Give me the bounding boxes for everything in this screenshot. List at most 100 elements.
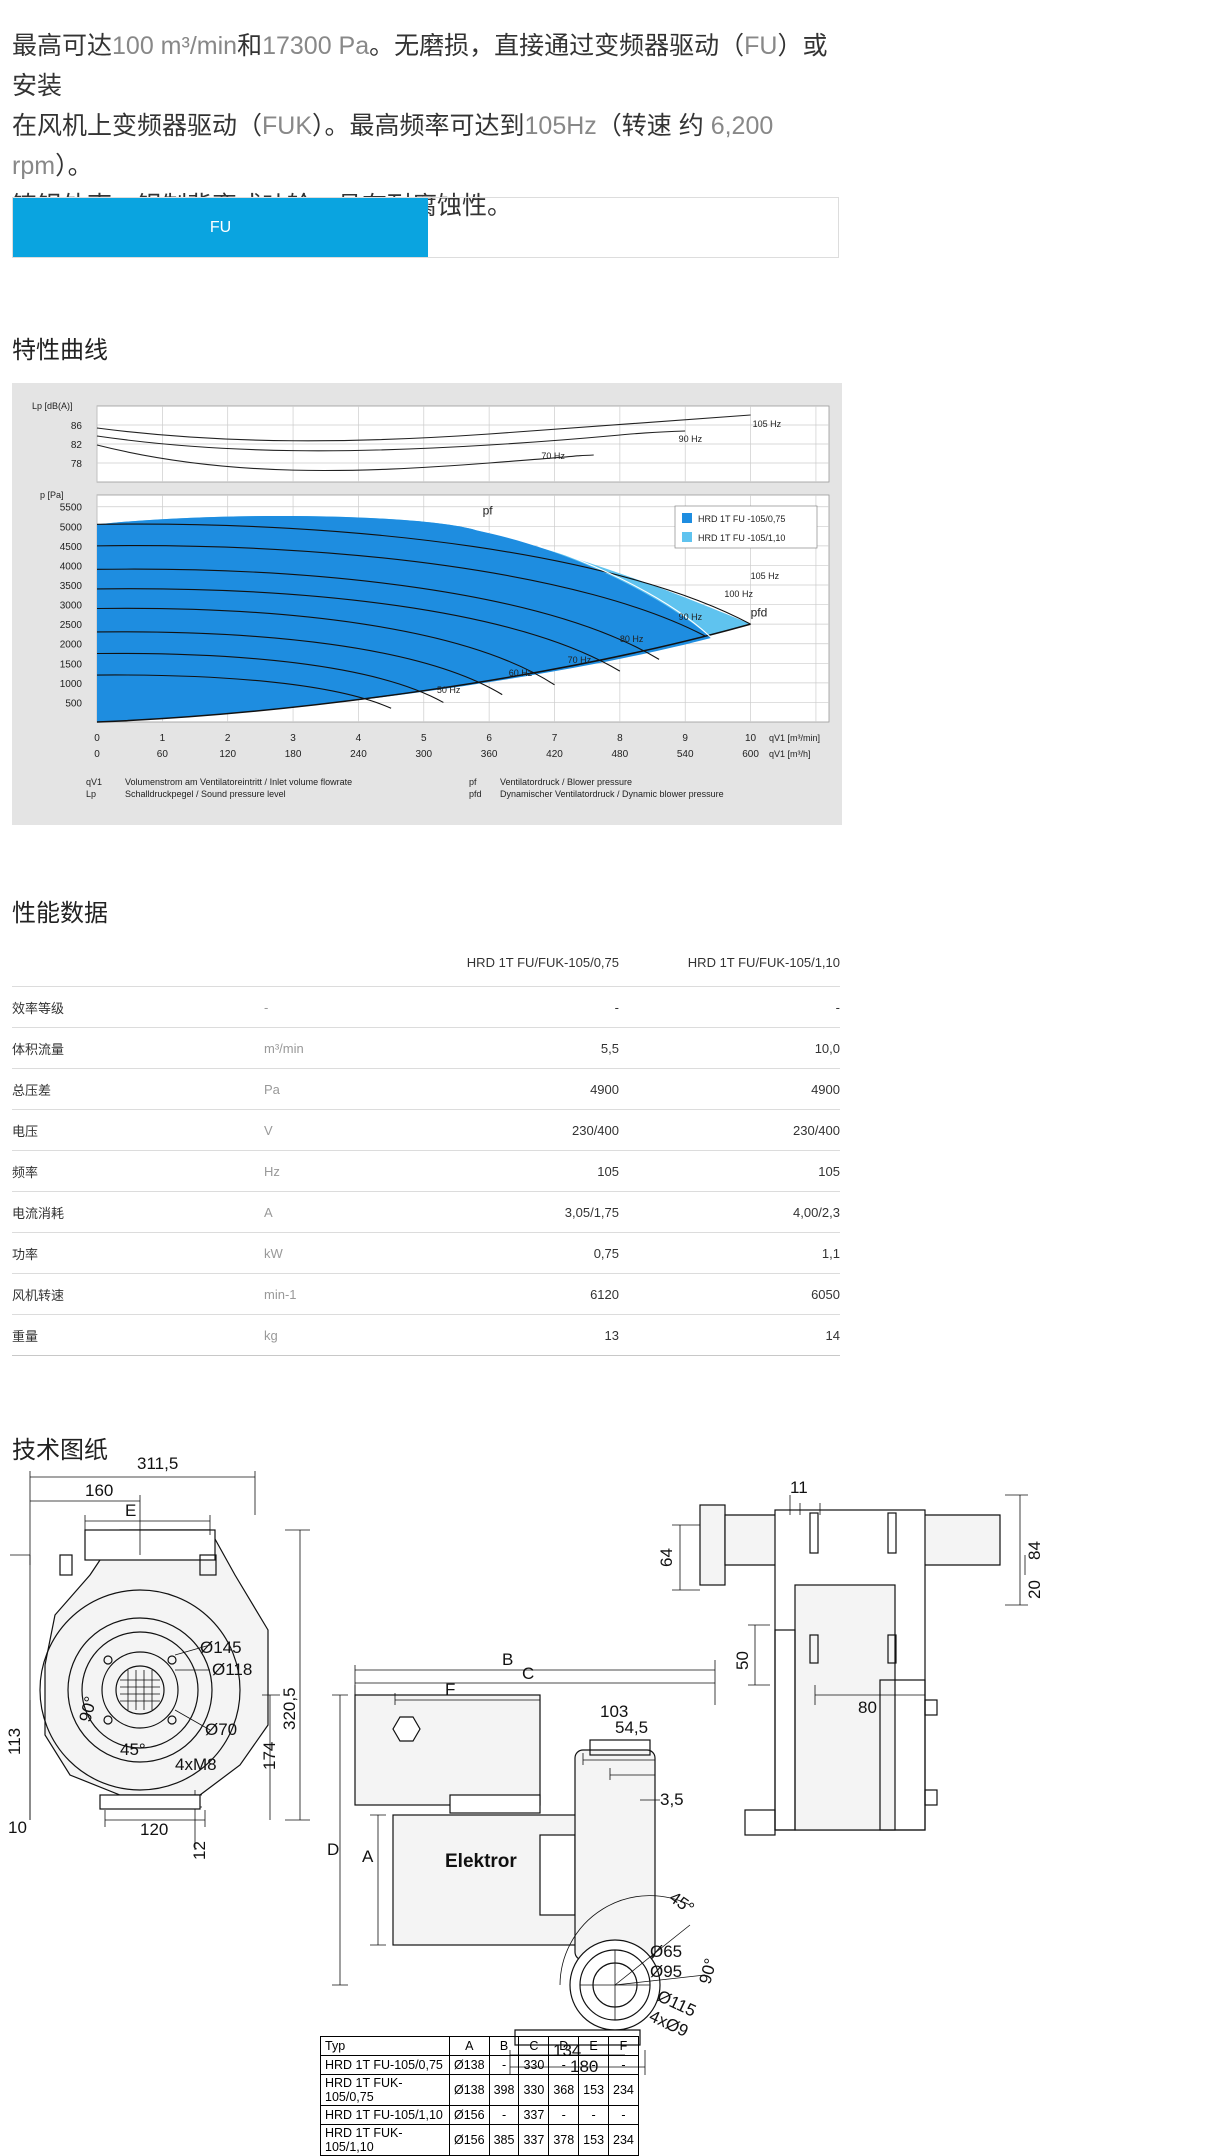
row-value-model-1: 230/400 <box>464 1109 619 1151</box>
freq-label: 90 Hz <box>679 612 703 622</box>
row-unit: m³/min <box>264 1027 464 1069</box>
type-cell: HRD 1T FUK-105/0,75 <box>320 2074 450 2106</box>
freq-label: 80 Hz <box>620 634 644 644</box>
lp-curve-105hz <box>96 414 751 442</box>
dimension-cell: - <box>548 2105 580 2125</box>
row-value-model-1: 13 <box>464 1314 619 1356</box>
row-unit: min-1 <box>264 1273 464 1315</box>
header-empty-unit <box>264 938 464 987</box>
x-tick-qv: 3 <box>290 733 296 744</box>
x-tick-qv: 8 <box>617 733 623 744</box>
pressure-curve-0 <box>96 523 751 625</box>
dim-12: 12 <box>190 1841 209 1860</box>
top-view-dims: 11 64 84 20 50 80 <box>657 1478 1044 1717</box>
dimension-cell: 378 <box>548 2124 580 2156</box>
dimension-cell: 330 <box>518 2055 550 2075</box>
x-unit-h: qV1 [m³/h] <box>769 749 811 759</box>
row-label: 频率 <box>12 1150 264 1192</box>
header-model-1: HRD 1T FU/FUK-105/0,75 <box>466 954 619 970</box>
x-tick-qh: 600 <box>742 749 759 760</box>
row-label: 风机转速 <box>12 1273 264 1315</box>
type-cell: HRD 1T FU-105/0,75 <box>320 2055 450 2075</box>
dimension-cell: - <box>488 2105 520 2125</box>
row-unit: A <box>264 1191 464 1233</box>
pressure-curve-1 <box>96 545 706 637</box>
dim-d70: Ø70 <box>205 1720 237 1739</box>
dimension-cell: C <box>518 2036 550 2056</box>
x-tick-qv: 4 <box>356 733 362 744</box>
dim-45deg: 45° <box>120 1740 146 1759</box>
top-view <box>672 1494 1028 1836</box>
x-unit-min: qV1 [m³/min] <box>769 733 820 743</box>
dim-84: 84 <box>1025 1541 1044 1560</box>
x-tick-qh: 420 <box>546 749 563 760</box>
x-tick-qv: 9 <box>682 733 688 744</box>
front-view <box>10 1471 310 1850</box>
boundary-075 <box>475 527 712 639</box>
x-tick-qv: 6 <box>486 733 492 744</box>
dimension-cell: - <box>608 2105 639 2125</box>
footnote-pf: Ventilatordruck / Blower pressure <box>500 777 632 787</box>
row-unit: Pa <box>264 1068 464 1110</box>
dim-11: 11 <box>790 1478 808 1497</box>
tab-fu[interactable]: FU <box>13 198 428 257</box>
dimension-cell: - <box>578 2105 610 2125</box>
row-value-model-1: 105 <box>464 1150 619 1192</box>
dimension-cell: 337 <box>518 2105 550 2125</box>
footnote-sym-qv1: qV1 <box>86 777 102 787</box>
dim-113: 113 <box>5 1728 24 1755</box>
freq-label: 100 Hz <box>724 589 753 599</box>
row-value-model-2: 230/400 <box>619 1109 840 1151</box>
freq-label: 70 Hz <box>568 655 592 665</box>
dim-20: 20 <box>1025 1580 1044 1599</box>
row-value-model-2: 14 <box>619 1314 840 1356</box>
x-tick-qh: 300 <box>415 749 432 760</box>
pressure-curve-4 <box>96 607 555 686</box>
pressure-tick-label: 1500 <box>60 659 83 670</box>
footnote-pfd: Dynamischer Ventilatordruck / Dynamic bl… <box>500 789 724 799</box>
dimension-cell: 337 <box>518 2124 550 2156</box>
lp-axis-label: Lp [dB(A)] <box>32 401 73 411</box>
lp-curve-70hz <box>96 444 594 472</box>
row-label: 功率 <box>12 1232 264 1274</box>
pressure-curve-3 <box>96 588 621 672</box>
row-unit: Hz <box>264 1150 464 1192</box>
pressure-tick-label: 2000 <box>60 640 83 651</box>
pressure-curve-5 <box>96 631 503 696</box>
dimension-cell: 153 <box>578 2074 610 2106</box>
footnote-sym-lp: Lp <box>86 789 96 799</box>
header-model-2: HRD 1T FU/FUK-105/1,10 <box>687 954 840 970</box>
section-title-curves: 特性曲线 <box>12 337 108 364</box>
x-tick-qv: 1 <box>160 733 166 744</box>
pressure-tick-label: 5500 <box>60 503 83 514</box>
row-unit: kg <box>264 1314 464 1356</box>
lp-label-90hz: 90 Hz <box>679 434 703 444</box>
row-value-model-2: 4900 <box>619 1068 840 1110</box>
row-unit: kW <box>264 1232 464 1274</box>
table-header-row: HRD 1T FU/FUK-105/0,75 HRD 1T FU/FUK-105… <box>12 938 840 987</box>
dim-d: D <box>327 1840 339 1859</box>
dim-d95: Ø95 <box>650 1962 682 1981</box>
pressure-tick-label: 5000 <box>60 522 83 533</box>
dimension-cell: 234 <box>608 2124 639 2156</box>
dim-120: 120 <box>140 1820 168 1839</box>
row-label: 电流消耗 <box>12 1191 264 1233</box>
row-unit: - <box>264 986 464 1028</box>
dim-90deg-mid: 90° <box>696 1956 721 1986</box>
legend-box <box>674 505 818 549</box>
system-curve <box>96 623 751 723</box>
footnote-qv1: Volumenstrom am Ventilatoreintritt / Inl… <box>125 777 352 787</box>
product-description: 最高可达100 m³/min和17300 Pa。无磨损，直接通过变频器驱动（FU… <box>12 26 852 226</box>
x-tick-qv: 0 <box>94 733 100 744</box>
row-value-model-2: 105 <box>619 1150 840 1192</box>
pressure-curve-2 <box>96 568 660 660</box>
row-value-model-1: 6120 <box>464 1273 619 1315</box>
dim-d65: Ø65 <box>650 1942 682 1961</box>
header-empty <box>12 938 264 987</box>
pressure-curve-6 <box>96 652 444 703</box>
